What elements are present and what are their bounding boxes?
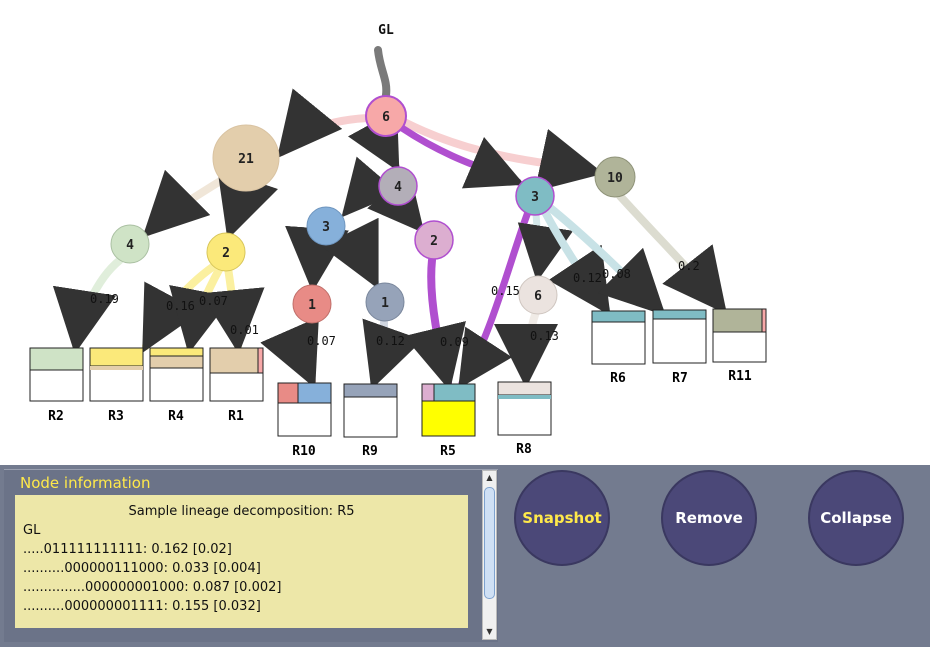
scroll-up-icon[interactable]: ▲ (486, 473, 493, 482)
sample-box[interactable]: R3 (89, 347, 144, 424)
edge-21-4 (142, 169, 226, 238)
node-label: 2 (222, 246, 230, 261)
tree-node[interactable]: 3 (515, 176, 555, 216)
edge-4b-2 (367, 172, 425, 234)
node-info-title: Node information (20, 474, 151, 492)
edge-2-R1 (200, 264, 265, 354)
node-label: 3 (322, 220, 330, 235)
tree-node[interactable]: 4 (378, 166, 418, 206)
edge-1-R10 (260, 316, 319, 389)
tree-node[interactable]: 2 (414, 220, 454, 260)
info-scrollbar[interactable]: ▲ ▼ (482, 470, 497, 640)
edge-10-R11 (616, 192, 727, 315)
edge-label: 0.07 (199, 294, 228, 308)
collapse-button[interactable]: Collapse (808, 470, 904, 566)
lineage-tree: GL 6 21 4 10 4 2 3 2 3 1 1 (29, 23, 767, 459)
edge-label: 0.12 (573, 271, 602, 285)
node-label: 10 (607, 171, 623, 186)
decomposition-heading: Sample lineage decomposition: R5 (128, 504, 355, 519)
edge-label: 0.16 (166, 299, 195, 313)
scroll-down-icon[interactable]: ▼ (486, 627, 493, 636)
edge-label: 0.15 (491, 284, 520, 298)
info-line: ..........000000111000: 0.033 [0.004] (23, 561, 261, 576)
edge-label: 0.07 (307, 334, 336, 348)
edge-4b-3 (341, 156, 400, 218)
node-label: 6 (382, 110, 390, 125)
tree-node[interactable]: 3 (306, 206, 346, 246)
edge-21-2 (217, 168, 279, 240)
edge-3-1b (321, 217, 379, 290)
info-line: ...............000000001000: 0.087 [0.00… (23, 580, 282, 595)
edge-6b-R8 (494, 308, 559, 388)
sample-label: R11 (728, 369, 752, 384)
node-label: 4 (126, 238, 134, 253)
sample-label: R8 (516, 442, 532, 457)
edge-6-3 (398, 124, 525, 189)
edge-label: 0.01 (230, 323, 259, 337)
node-label: 4 (394, 180, 402, 195)
sample-box[interactable]: R5 (421, 383, 476, 459)
sample-label: R1 (228, 409, 244, 424)
sample-label: R5 (440, 444, 456, 459)
edge-label: 0.13 (530, 329, 559, 343)
edge-label: 0.19 (90, 292, 119, 306)
sample-label: R10 (292, 444, 316, 459)
edge-gl-6 (374, 46, 391, 99)
edge-label: 0.2 (678, 259, 700, 273)
edge-2-R5 (403, 256, 466, 391)
sample-label: R2 (48, 409, 64, 424)
sample-label: R3 (108, 409, 124, 424)
remove-button[interactable]: Remove (661, 470, 757, 566)
edge-3b-R7 (544, 202, 666, 316)
edge-3b-6 (517, 210, 574, 282)
edge-3-1a (285, 225, 349, 292)
edge-label: 0.09 (440, 335, 469, 349)
info-line: ..........000000001111: 0.155 [0.032] (23, 599, 261, 614)
edge-4-R2 (52, 256, 124, 354)
sample-box[interactable]: R7 (652, 309, 707, 386)
tree-node[interactable]: 21 (212, 124, 280, 192)
edge-1-R9 (362, 318, 423, 390)
sample-box[interactable]: R8 (497, 381, 552, 457)
snapshot-button[interactable]: Snapshot (514, 470, 610, 566)
node-label: 1 (308, 298, 316, 313)
node-label: 1 (381, 296, 389, 311)
tree-node[interactable]: 6 (365, 95, 407, 137)
sample-box[interactable]: R2 (29, 347, 84, 424)
tree-node[interactable]: 1 (365, 282, 405, 322)
tree-node[interactable]: 1 (292, 284, 332, 324)
tree-node[interactable]: 6 (518, 275, 558, 315)
sample-label: R4 (168, 409, 184, 424)
tree-node[interactable]: 4 (110, 224, 150, 264)
info-line: .....011111111111: 0.162 [0.02] (23, 542, 232, 557)
sample-box[interactable]: R6 (591, 310, 646, 386)
sample-box[interactable]: R4 (149, 347, 204, 424)
sample-box[interactable]: R9 (343, 383, 398, 459)
sample-box[interactable]: R11 (712, 308, 767, 384)
edge-label: 0.08 (602, 267, 631, 281)
node-label: 3 (531, 190, 539, 205)
edge-6-21 (276, 88, 372, 159)
node-label: 6 (534, 289, 542, 304)
scroll-thumb[interactable] (484, 487, 495, 599)
sample-box[interactable]: R10 (277, 382, 332, 459)
sample-label: R9 (362, 444, 378, 459)
sample-label: R6 (610, 371, 626, 386)
edge-label: 0.12 (376, 334, 405, 348)
sample-label: R7 (672, 371, 688, 386)
node-info-text: Sample lineage decomposition: R5 GL ....… (15, 495, 468, 628)
node-label: 21 (238, 152, 254, 167)
tree-node[interactable]: 2 (206, 232, 246, 272)
tree-node[interactable]: 10 (594, 156, 636, 198)
info-line: GL (23, 523, 41, 538)
sample-box[interactable]: R1 (209, 347, 264, 424)
node-label: 2 (430, 234, 438, 249)
root-label: GL (378, 23, 394, 38)
